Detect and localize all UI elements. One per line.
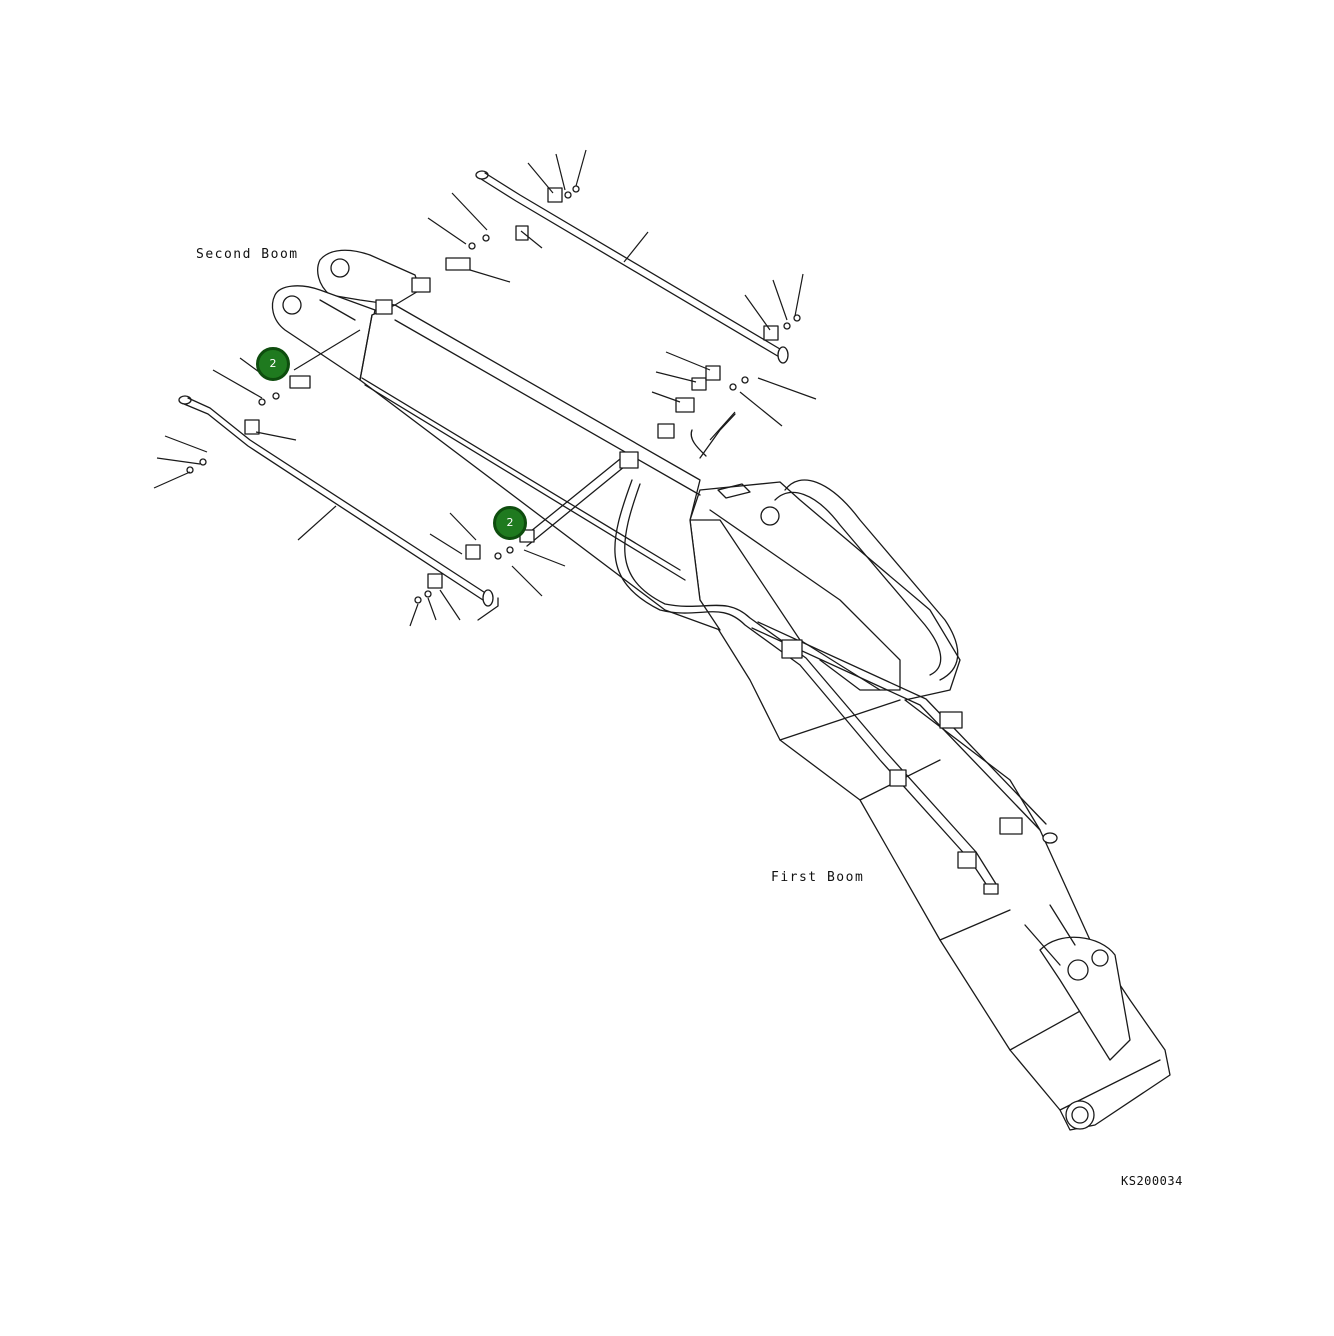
clamps	[244, 187, 1023, 895]
second-boom	[271, 249, 721, 631]
callout-badge[interactable]: 2	[493, 506, 527, 540]
hardware	[186, 185, 801, 604]
hose	[519, 454, 1058, 891]
second-boom-label: Second Boom	[196, 247, 299, 262]
right-pipe	[475, 170, 789, 364]
first-boom-label: First Boom	[771, 870, 865, 885]
drawing-code-label: KS200034	[1121, 1174, 1183, 1188]
callout-badge[interactable]: 2	[256, 347, 290, 381]
leader-lines	[153, 149, 817, 627]
left-pipe	[178, 395, 494, 607]
first-boom	[689, 479, 1171, 1131]
